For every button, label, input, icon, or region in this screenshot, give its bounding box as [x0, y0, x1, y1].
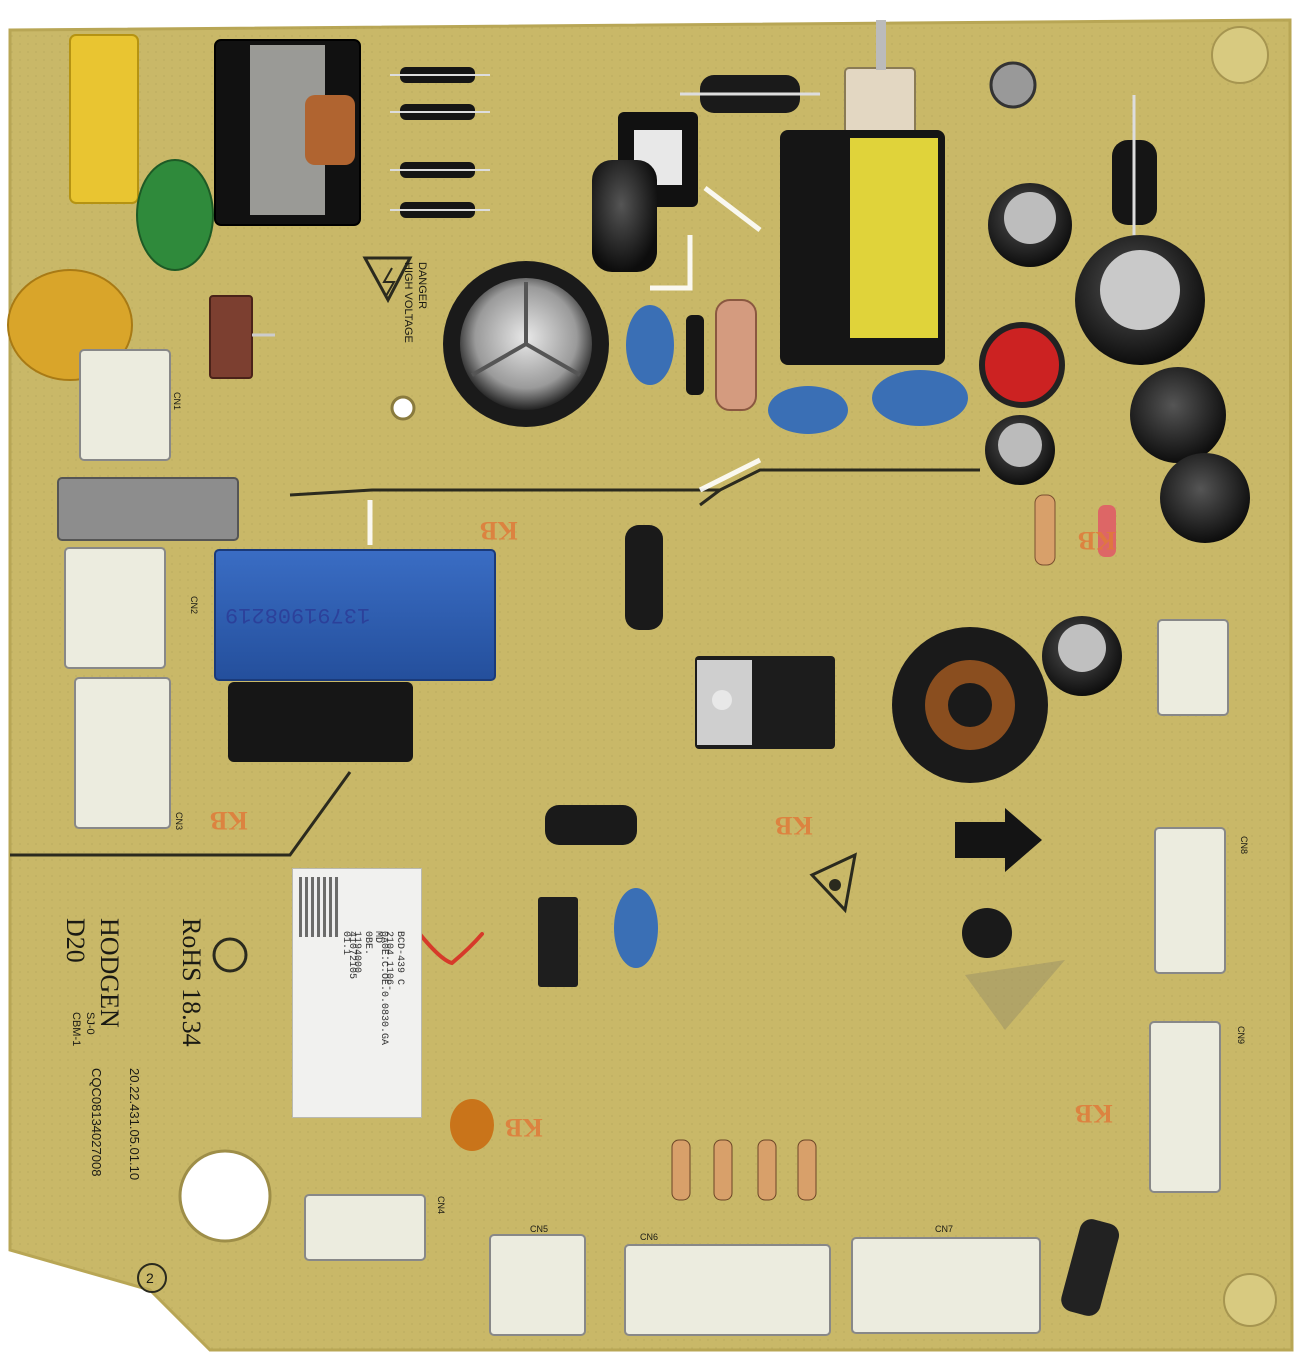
date-code: 20.22.431.05.01.10 — [127, 1068, 142, 1181]
kb-mark-4: KB — [775, 811, 813, 840]
relay-blue — [214, 549, 496, 681]
cqc-code: CQC08134027008 — [89, 1068, 104, 1177]
mounting-hole-top-right — [1211, 26, 1269, 84]
connector-label-cn5: CN5 — [530, 1224, 549, 1234]
connector-label-cn4: CN4 — [436, 1195, 447, 1215]
connector-bottom-4 — [851, 1237, 1041, 1334]
silk-warning-high-voltage: HIGH VOLTAGE — [402, 262, 414, 343]
connector-right-1 — [1154, 827, 1226, 974]
fuse-thermistor — [209, 295, 253, 379]
mounting-hole-mid — [390, 395, 416, 421]
rohs-mark: RoHS 18.34 — [177, 918, 206, 1047]
connector-label-cn2: CN2 — [189, 595, 200, 615]
mark-cbm: CBM-1 — [70, 1012, 82, 1047]
kb-mark-2: KB — [1078, 526, 1116, 555]
black-inductor-1 — [1130, 367, 1226, 463]
connector-label-cn7: CN7 — [935, 1224, 954, 1234]
label-line-4: 41072105 — [346, 931, 357, 980]
brand-hodgen: HODGEN — [95, 918, 124, 1028]
red-inductor — [979, 322, 1065, 408]
circle-number: 2 — [146, 1270, 154, 1286]
connector-label-cn3: CN3 — [174, 811, 185, 831]
connector-label-cn1: CN1 — [172, 391, 183, 411]
product-label-sticker: BCD-439 C 2104.1106-MD 0A0E.C.OE.0.0830.… — [292, 868, 422, 1118]
kb-mark-1: KB — [480, 516, 518, 545]
blue-y-capacitor-small — [626, 305, 674, 385]
connectors-left — [57, 349, 239, 829]
electrolytic-capacitor-c7 — [545, 805, 637, 845]
blue-y-capacitor-right — [872, 370, 968, 426]
relay-number: 13791908219 — [225, 602, 371, 627]
connector-label-cn6: CN6 — [640, 1232, 659, 1242]
connector-bottom-2 — [489, 1234, 586, 1336]
electrolytic-capacitor-c5 — [625, 525, 663, 630]
optocoupler — [844, 67, 916, 141]
pcb-traces — [10, 468, 980, 857]
silk-warning-danger: DANGER — [416, 262, 428, 310]
connector-bottom-3 — [624, 1244, 831, 1336]
mark-sj: SJ-0 — [84, 1012, 96, 1035]
red-check-mark — [413, 926, 484, 966]
y-capacitor-green — [136, 159, 214, 271]
electrolytic-capacitor-top-right — [989, 61, 1037, 109]
arrow-right-icon — [955, 808, 1042, 872]
x-capacitor-yellow — [69, 34, 139, 204]
connector-label-cn8: CN8 — [1239, 835, 1250, 855]
power-resistor — [715, 299, 757, 411]
electrolytic-capacitor-bottom — [1061, 1219, 1120, 1316]
electrolytic-capacitor-c1 — [592, 160, 657, 272]
connector-right-2 — [1149, 1021, 1221, 1193]
qr-code — [299, 877, 339, 937]
blue-y-capacitor-left — [768, 386, 848, 434]
esd-warning-icon — [809, 852, 857, 914]
buzzer-mark-icon — [962, 908, 1065, 1030]
kb-mark-5: KB — [505, 1113, 543, 1142]
model-code: D20 — [61, 918, 90, 963]
blue-y-capacitor-lower — [614, 888, 658, 968]
label-line-2: 0A0E.C.OE.0.0830.GA — [378, 931, 389, 1046]
relay-black — [228, 682, 413, 762]
kb-mark-6: KB — [1075, 1099, 1113, 1128]
rectifier-diodes — [390, 67, 490, 218]
high-voltage-warning-icon — [362, 256, 413, 304]
bottom-resistors — [671, 1139, 817, 1201]
black-inductor-2 — [1160, 453, 1250, 543]
flux-stain — [450, 1099, 494, 1151]
e-mark-icon — [212, 937, 248, 973]
mounting-hole-bottom-right — [1223, 1273, 1277, 1327]
connector-label-cn9: CN9 — [1236, 1025, 1247, 1045]
connector-bottom-1 — [304, 1194, 426, 1261]
header-pins — [538, 897, 578, 987]
mounting-hole-bottom-left — [178, 1149, 272, 1243]
kb-mark-3: KB — [210, 806, 248, 835]
